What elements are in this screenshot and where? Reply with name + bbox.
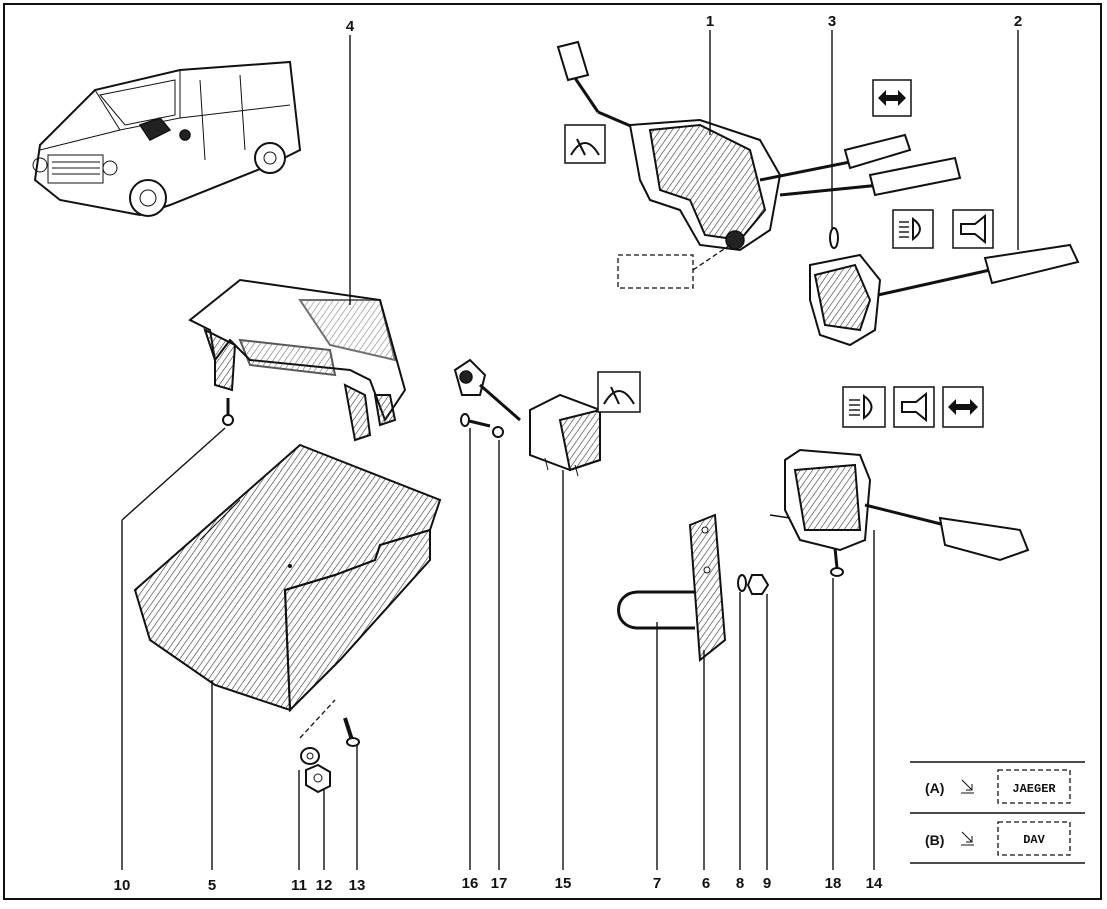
callout-12: 12 [316,877,333,894]
part-16-screw [460,413,491,428]
part-10-screw [222,398,234,426]
turn-arrows-icon [942,386,984,428]
wiper-symbol-icon [564,124,606,164]
callout-9: 9 [763,875,771,892]
wiper-symbol-icon [597,371,641,413]
part-6-bracket [688,513,727,662]
callout-10: 10 [114,877,131,894]
callout-7: 7 [653,875,661,892]
part-7-u-bolt [617,590,695,630]
legend-b-brand: DAV [1023,833,1045,847]
callout-3: 3 [828,13,836,30]
callout-5: 5 [208,877,216,894]
callout-18: 18 [825,875,842,892]
part-4-upper-shroud [188,278,407,442]
callout-6: 6 [702,875,710,892]
part-9-nut [746,574,770,595]
callout-1: 1 [706,13,714,30]
part-1-switch-cluster [556,40,962,252]
arrow-down-right-icon [961,779,973,791]
part-12-nut [305,763,331,794]
part-1-label-box [617,254,694,289]
vehicle-illustration [32,60,302,217]
part-15-wiper-switch-module [453,358,601,477]
part-17-washer [492,426,504,438]
part-18-screw [830,547,844,577]
arrow-down-right-icon [961,831,973,843]
drawing-border [3,3,1102,900]
legend-a-label: (A) [925,780,944,796]
callout-8: 8 [736,875,744,892]
callout-numbers: 1 2 3 4 5 6 7 8 9 10 11 12 13 14 15 16 1… [114,13,1023,894]
turn-arrows-icon [872,79,912,117]
legend: (A) JAEGER (B) DAV [910,761,1085,864]
horn-icon [893,386,935,428]
callout-17: 17 [491,875,508,892]
leader-lines [121,30,1019,870]
legend-a-brand: JAEGER [1012,782,1056,796]
legend-b-label: (B) [925,832,944,848]
part-14-indicator-switch [769,448,1030,562]
part-13-screw [343,717,360,747]
callout-16: 16 [462,875,479,892]
callout-13: 13 [349,877,366,894]
headlight-icon [892,209,934,249]
part-11-washer [300,747,320,765]
callout-4: 4 [346,18,355,35]
part-8-washer [737,574,747,592]
headlight-icon [842,386,886,428]
horn-icon [952,209,994,249]
callout-11: 11 [291,877,307,894]
callout-2: 2 [1014,13,1022,30]
part-5-lower-shroud [133,443,442,713]
part-3-spring [829,227,839,249]
callout-14: 14 [866,875,883,892]
callout-15: 15 [555,875,572,892]
part-2-lighting-switch [809,243,1080,347]
